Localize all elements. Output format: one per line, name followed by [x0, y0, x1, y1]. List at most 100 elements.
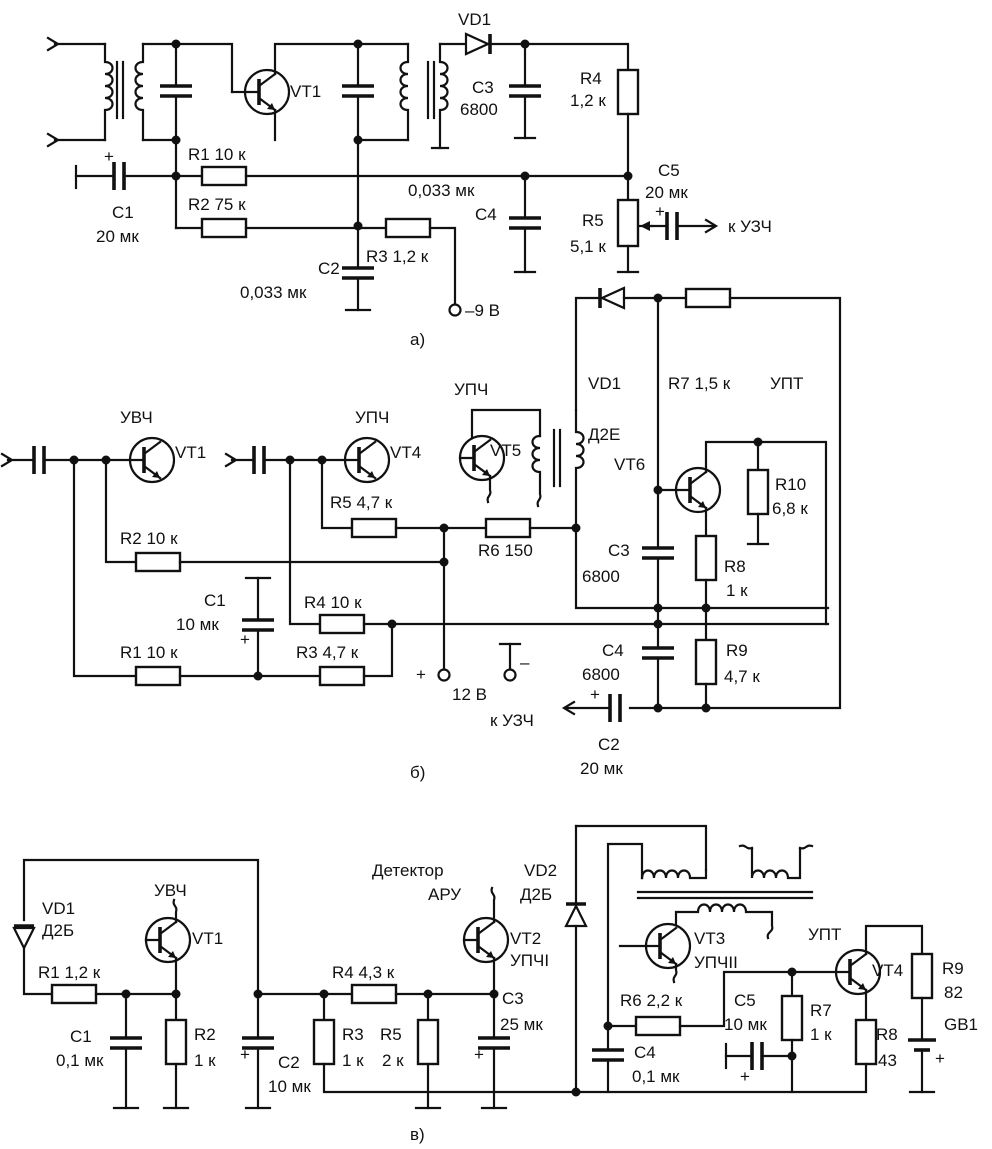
- label-v-vd2: VD2: [524, 861, 557, 880]
- label-a-c1-val: 20 мк: [96, 227, 139, 246]
- label-b-vt1: VT1: [175, 443, 206, 462]
- label-v-d2b2: Д2Б: [520, 885, 552, 904]
- label-v-c4-val: 0,1 мк: [632, 1067, 680, 1086]
- label-v-upch2: УПЧII: [694, 953, 738, 972]
- label-v-c5: C5: [734, 991, 756, 1010]
- circuit-v: + +: [12, 824, 978, 1144]
- label-b-r5: R5 4,7 к: [330, 493, 393, 512]
- svg-text:+: +: [590, 685, 600, 704]
- label-v-c5-val: 10 мк: [724, 1015, 767, 1034]
- label-b-vt6: VT6: [614, 455, 645, 474]
- label-v-aru: АРУ: [428, 885, 461, 904]
- label-a-c3-val: 6800: [460, 100, 498, 119]
- svg-text:+: +: [935, 1049, 945, 1068]
- label-v-r8-val: 43: [878, 1051, 897, 1070]
- label-b-r4: R4 10 к: [304, 593, 362, 612]
- label-b-c4-val: 6800: [582, 665, 620, 684]
- label-a-c2: C2: [318, 259, 340, 278]
- label-a-c5-val: 20 мк: [645, 183, 688, 202]
- label-a-r2: R2 75 к: [188, 195, 246, 214]
- label-v-r9: R9: [942, 959, 964, 978]
- label-v-r3-val: 1 к: [342, 1051, 364, 1070]
- label-b-r10: R10: [775, 475, 806, 494]
- label-b-vt5: VT5: [490, 441, 521, 460]
- label-b-r7: R7 1,5 к: [668, 374, 731, 393]
- label-b-r9-val: 4,7 к: [724, 667, 760, 686]
- label-v-upch1: УПЧI: [510, 951, 549, 970]
- label-b-to-uzch: к УЗЧ: [490, 711, 534, 730]
- caption-v: в): [410, 1125, 425, 1144]
- label-v-detector: Детектор: [372, 861, 444, 880]
- svg-text:+: +: [655, 202, 665, 221]
- label-v-uvch: УВЧ: [154, 881, 187, 900]
- label-a-r4: R4: [580, 69, 602, 88]
- circuit-b: +: [0, 286, 842, 782]
- label-v-d2b1: Д2Б: [42, 921, 74, 940]
- caption-a: а): [410, 330, 425, 349]
- label-v-vt4: VT4: [872, 961, 903, 980]
- label-b-r1: R1 10 к: [120, 643, 178, 662]
- caption-b: б): [410, 763, 425, 782]
- label-a-c3: C3: [472, 78, 494, 97]
- label-b-c1: C1: [204, 591, 226, 610]
- label-v-c3-val: 25 мк: [500, 1015, 543, 1034]
- label-v-r5: R5: [380, 1025, 402, 1044]
- label-b-c3-val: 6800: [582, 567, 620, 586]
- label-b-plus: +: [416, 665, 426, 684]
- label-v-r7-val: 1 к: [810, 1025, 832, 1044]
- label-a-c4-val: 0,033 мк: [408, 181, 475, 200]
- label-v-c2: C2: [278, 1053, 300, 1072]
- label-a-vt1: VT1: [290, 82, 321, 101]
- label-v-r1: R1 1,2 к: [38, 963, 101, 982]
- label-v-c2-val: 10 мк: [268, 1077, 311, 1096]
- label-b-r8: R8: [724, 557, 746, 576]
- label-b-upch-b: УПЧ: [454, 380, 488, 399]
- label-b-uvch: УВЧ: [120, 408, 153, 427]
- label-a-supply: –9 В: [465, 301, 500, 320]
- label-a-r5: R5: [582, 211, 604, 230]
- label-v-r4: R4 4,3 к: [332, 963, 395, 982]
- label-b-r8-val: 1 к: [726, 581, 748, 600]
- label-b-vd1: VD1: [588, 374, 621, 393]
- label-v-r2: R2: [194, 1025, 216, 1044]
- label-b-r9: R9: [726, 641, 748, 660]
- label-v-vt1: VT1: [192, 929, 223, 948]
- label-a-vd1: VD1: [458, 10, 491, 29]
- svg-text:+: +: [474, 1045, 484, 1064]
- label-b-d2e: Д2Е: [588, 425, 620, 444]
- label-b-supply: 12 В: [452, 685, 487, 704]
- label-b-upt: УПТ: [770, 374, 803, 393]
- label-b-c2-val: 20 мк: [580, 759, 623, 778]
- label-a-r1: R1 10 к: [188, 145, 246, 164]
- label-v-r5-val: 2 к: [382, 1051, 404, 1070]
- label-v-r6: R6 2,2 к: [620, 991, 683, 1010]
- label-a-c2-val: 0,033 мк: [240, 283, 307, 302]
- label-a-c1: C1: [112, 203, 134, 222]
- label-b-r10-val: 6,8 к: [772, 499, 808, 518]
- label-a-r4-val: 1,2 к: [570, 91, 606, 110]
- label-a-r5-val: 5,1 к: [570, 237, 606, 256]
- label-a-r3: R3 1,2 к: [366, 247, 429, 266]
- label-a-c5: C5: [658, 161, 680, 180]
- label-v-r3: R3: [342, 1025, 364, 1044]
- label-v-vt2: VT2: [510, 929, 541, 948]
- label-b-vt4: VT4: [390, 443, 421, 462]
- label-v-r8: R8: [876, 1025, 898, 1044]
- label-v-c1-val: 0,1 мк: [56, 1051, 104, 1070]
- label-a-to-uzch: к УЗЧ: [728, 217, 772, 236]
- label-v-c4: C4: [634, 1043, 656, 1062]
- label-v-c3: C3: [502, 989, 524, 1008]
- label-b-c1-val: 10 мк: [176, 615, 219, 634]
- svg-text:+: +: [240, 1045, 250, 1064]
- svg-text:+: +: [104, 147, 114, 166]
- label-v-vt3: VT3: [694, 929, 725, 948]
- label-b-c3: C3: [608, 541, 630, 560]
- label-v-c1: C1: [70, 1027, 92, 1046]
- label-b-upch-a: УПЧ: [355, 408, 389, 427]
- svg-text:+: +: [240, 630, 250, 649]
- label-v-gb1: GB1: [944, 1015, 978, 1034]
- label-a-c4: C4: [475, 205, 497, 224]
- circuit-a: + + VT1 VD1 C3 6800 R4: [46, 10, 772, 349]
- label-b-c2: C2: [598, 735, 620, 754]
